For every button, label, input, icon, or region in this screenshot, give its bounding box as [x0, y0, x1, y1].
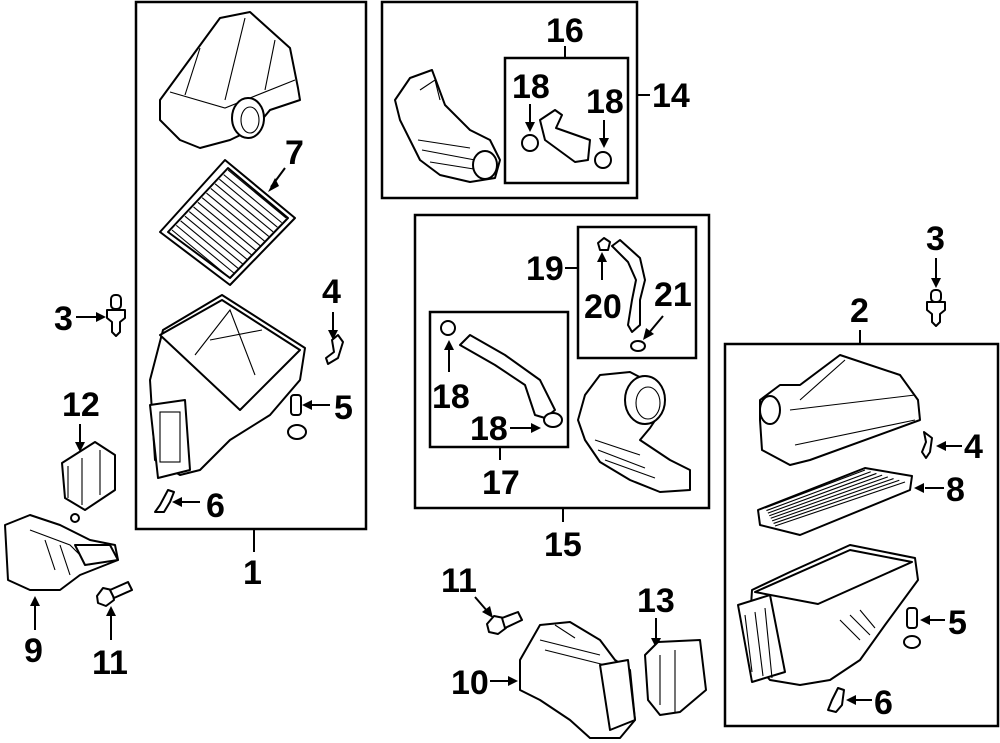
callout-4-left[interactable]: 4 — [322, 273, 341, 311]
upper-housing-cover-right[interactable] — [759, 354, 921, 466]
filter-pleat — [219, 178, 278, 228]
spring-clip-4-left[interactable] — [325, 334, 344, 365]
callout-11-center[interactable]: 11 — [441, 562, 477, 600]
bolt-11-left[interactable] — [96, 581, 133, 607]
hose-clamp-18-a[interactable] — [521, 134, 539, 152]
hose-clamp-20[interactable] — [597, 237, 611, 251]
callout-5-right[interactable]: 5 — [948, 604, 967, 642]
callout-18-b[interactable]: 18 — [586, 83, 624, 121]
intake-duct-9[interactable] — [4, 514, 119, 591]
lower-housing-left[interactable] — [149, 294, 306, 479]
callout-6-right[interactable]: 6 — [874, 684, 893, 722]
filter-pleat — [223, 174, 283, 224]
box-2-frame — [723, 342, 1000, 728]
callout-1[interactable]: 1 — [243, 554, 262, 592]
callout-20[interactable]: 20 — [584, 288, 622, 326]
box-1-frame — [134, 0, 368, 531]
push-pin-3-right[interactable] — [926, 289, 946, 327]
callout-9[interactable]: 9 — [24, 632, 43, 670]
filter-pleat — [210, 188, 270, 237]
intake-hose-15[interactable] — [577, 371, 691, 493]
retainer-clip-6-left[interactable] — [154, 489, 175, 513]
filter-pleat — [201, 197, 261, 247]
callout-18-d[interactable]: 18 — [470, 410, 508, 448]
callout-7[interactable]: 7 — [285, 134, 304, 172]
filter-pleat — [774, 481, 906, 527]
vacuum-hose-19[interactable] — [611, 239, 646, 333]
box-16-frame — [503, 56, 630, 185]
callout-17[interactable]: 17 — [482, 464, 520, 502]
resonator-12[interactable] — [61, 441, 116, 523]
callout-4-right[interactable]: 4 — [964, 428, 983, 466]
hose-clamp-18-c[interactable] — [440, 320, 456, 336]
hose-clamp-18-b[interactable] — [594, 151, 612, 169]
air-filter-element-8[interactable] — [757, 467, 913, 536]
box-19-frame — [576, 225, 698, 360]
callout-3-right[interactable]: 3 — [926, 220, 945, 258]
filter-pleat — [184, 215, 244, 265]
breather-hose-17[interactable] — [459, 334, 556, 419]
filter-pleat — [214, 183, 274, 233]
breather-hose-16[interactable] — [539, 109, 591, 163]
callout-16[interactable]: 16 — [546, 12, 584, 50]
callout-2[interactable]: 2 — [850, 292, 869, 330]
intake-duct-10[interactable] — [519, 621, 636, 739]
filter-pleat — [766, 471, 871, 512]
filter-pleat — [188, 211, 248, 260]
callout-3-left[interactable]: 3 — [54, 300, 73, 338]
intake-hose-14[interactable] — [394, 69, 501, 183]
push-pin-3-left[interactable] — [106, 294, 126, 337]
bushing-5-left[interactable] — [290, 394, 302, 416]
hose-clamp-21[interactable] — [630, 340, 646, 352]
filter-pleat — [769, 474, 883, 517]
box-14-frame — [380, 0, 639, 200]
filter-pleat — [771, 478, 894, 522]
callout-6-left[interactable]: 6 — [206, 487, 225, 525]
grommet-left[interactable] — [287, 424, 307, 440]
callout-10[interactable]: 10 — [451, 664, 489, 702]
filter-pleat — [171, 229, 231, 279]
filter-pleat — [180, 220, 239, 270]
filter-pleat — [175, 224, 235, 274]
filter-pleat — [764, 469, 866, 509]
callout-18-c[interactable]: 18 — [432, 378, 470, 416]
filter-pleat — [197, 201, 257, 251]
filter-pleat — [767, 472, 877, 514]
callout-8[interactable]: 8 — [946, 471, 965, 509]
air-filter-element-7[interactable] — [159, 159, 296, 286]
lower-housing-right[interactable] — [737, 544, 919, 686]
resonator-13[interactable] — [644, 639, 707, 716]
callout-13[interactable]: 13 — [637, 582, 675, 620]
callout-18-a[interactable]: 18 — [512, 68, 550, 106]
callout-21[interactable]: 21 — [654, 276, 692, 314]
filter-pleat — [206, 192, 265, 242]
filter-pleat — [193, 206, 252, 256]
callout-5-left[interactable]: 5 — [334, 389, 353, 427]
filter-pleat — [770, 476, 889, 519]
spring-clip-4-right[interactable] — [921, 431, 933, 459]
retainer-clip-6-right[interactable] — [827, 687, 845, 713]
filter-pleat — [773, 479, 900, 524]
callout-11-left[interactable]: 11 — [92, 644, 128, 682]
callout-15[interactable]: 15 — [544, 526, 582, 564]
callout-14[interactable]: 14 — [652, 77, 690, 115]
bushing-5-right[interactable] — [906, 607, 918, 629]
filter-pleat — [227, 169, 287, 219]
grommet-right[interactable] — [903, 635, 921, 649]
callout-12[interactable]: 12 — [62, 386, 100, 424]
bolt-11-center[interactable] — [486, 611, 523, 635]
upper-housing-cover-left[interactable] — [159, 11, 301, 149]
hose-clamp-18-d[interactable] — [543, 412, 563, 428]
callout-19[interactable]: 19 — [526, 250, 564, 288]
